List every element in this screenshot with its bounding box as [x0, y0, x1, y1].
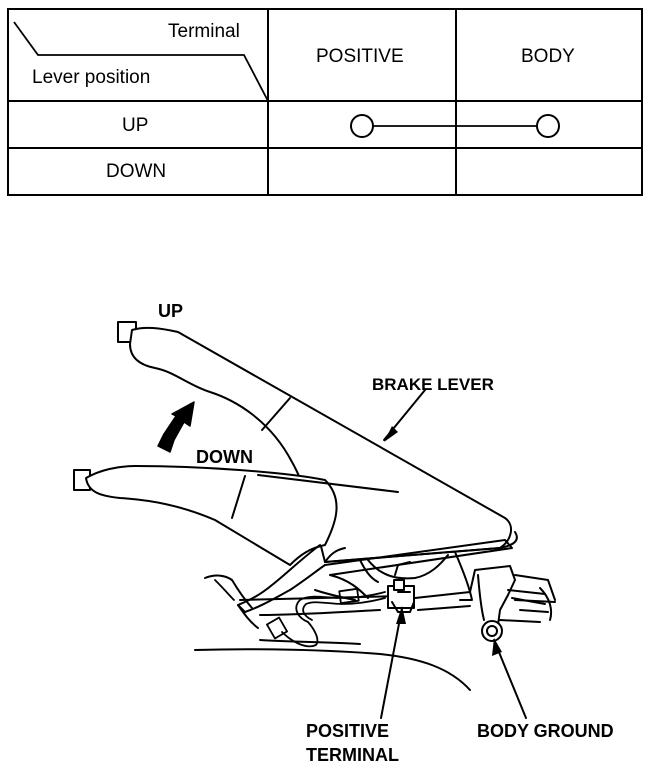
header-lever-position-label: Lever position: [32, 67, 151, 88]
label-down: DOWN: [196, 447, 253, 467]
column-body-header: BODY: [521, 46, 575, 67]
table-grid: [7, 8, 643, 196]
lever-down-position: [73, 465, 399, 566]
continuity-symbol-up: [350, 114, 560, 138]
label-body-ground: BODY GROUND: [477, 721, 614, 741]
lever-up-position: [117, 321, 512, 563]
lever-base: [204, 531, 556, 629]
label-up: UP: [158, 301, 184, 321]
header-terminal-label: Terminal: [168, 21, 240, 42]
label-positive-terminal-line2: TERMINAL: [306, 745, 399, 765]
row-up-label: UP: [122, 115, 149, 136]
label-positive-terminal-line1: POSITIVE: [306, 721, 390, 741]
row-down-label: DOWN: [106, 161, 167, 182]
column-positive-header: POSITIVE: [316, 46, 404, 67]
label-brake-lever: BRAKE LEVER: [372, 375, 494, 394]
body-ground-bolt: [481, 620, 503, 642]
positive-terminal-switch: [387, 561, 415, 613]
movement-arrow-up: [157, 401, 195, 453]
floor-panel: [194, 559, 553, 691]
wire-harness: [214, 579, 386, 648]
